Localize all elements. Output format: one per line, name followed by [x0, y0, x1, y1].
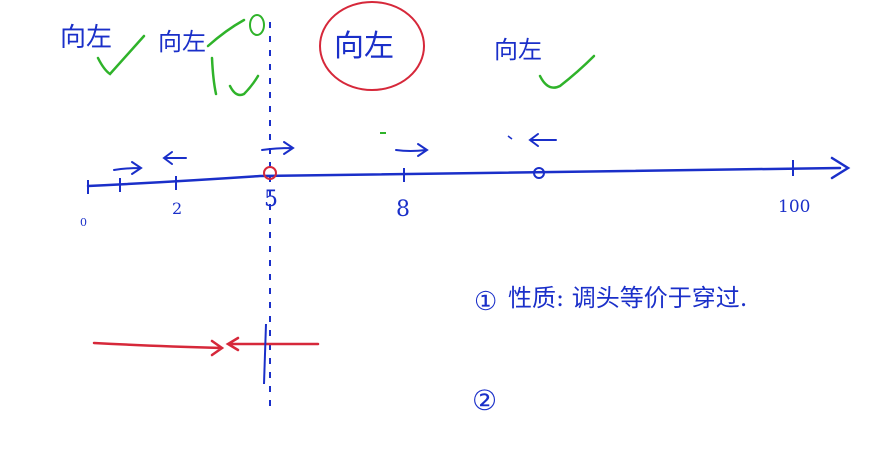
green-zero-mark [249, 14, 265, 36]
green-check-2 [210, 56, 218, 96]
arrow-right-1 [113, 161, 143, 175]
green-check-3 [228, 74, 260, 97]
number-line-arrowhead [830, 156, 851, 180]
tick-label-5: 5 [264, 187, 278, 212]
arrow-left-2 [528, 133, 557, 147]
note-1-marker: ① [474, 287, 497, 317]
tick-label-0: 0 [80, 216, 87, 229]
blue-point-marker [533, 167, 545, 179]
number-line-axis [86, 166, 842, 188]
blue-vertical-mark [263, 323, 267, 385]
red-arrow-left-segment [92, 339, 225, 357]
tick-label-100: 100 [778, 197, 810, 217]
label-right: 向左 [494, 36, 542, 64]
label-left-1: 向左 [60, 23, 112, 53]
red-circle-highlight [319, 1, 425, 91]
green-check-1 [96, 34, 146, 76]
arrow-left-1 [162, 151, 187, 165]
red-point-marker [263, 166, 277, 180]
note-1-text: 性质: 调头等价于穿过. [508, 284, 747, 312]
label-circled: 向左 [334, 29, 394, 64]
tick-label-8: 8 [396, 197, 410, 222]
green-stroke-top [206, 18, 246, 48]
small-mark [507, 135, 513, 140]
arrow-right-2 [261, 141, 295, 155]
red-arrow-right-segment [225, 336, 320, 352]
label-left-2: 向左 [158, 28, 206, 56]
tick-label-2: 2 [172, 199, 182, 218]
note-2-marker: ② [472, 384, 497, 417]
green-check-4 [538, 54, 596, 89]
arrow-right-3 [395, 143, 429, 157]
